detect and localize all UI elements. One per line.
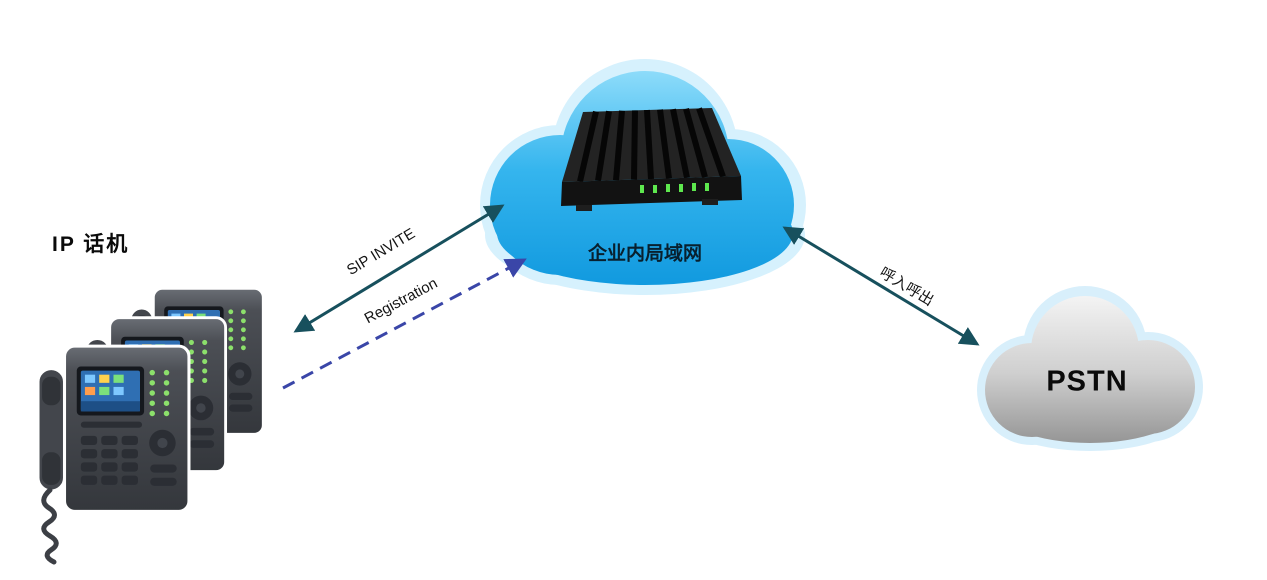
ip-phones-label: IP 话机 [52,233,130,256]
registration-arrow [282,258,527,390]
gateway-leds [640,183,709,193]
pstn-cloud-label: PSTN [1046,365,1128,398]
sip-invite-arrow [293,204,505,333]
lan-cloud-label: 企业内局域网 [587,243,703,265]
gateway-vents [577,107,726,183]
voip-gateway-device [561,107,742,211]
handset-cord [41,487,59,565]
pstn-cloud [977,286,1203,451]
pstn-cloud-body [985,296,1195,443]
inbound-outbound-arrow [782,226,980,346]
ip-phone-front [36,344,191,513]
